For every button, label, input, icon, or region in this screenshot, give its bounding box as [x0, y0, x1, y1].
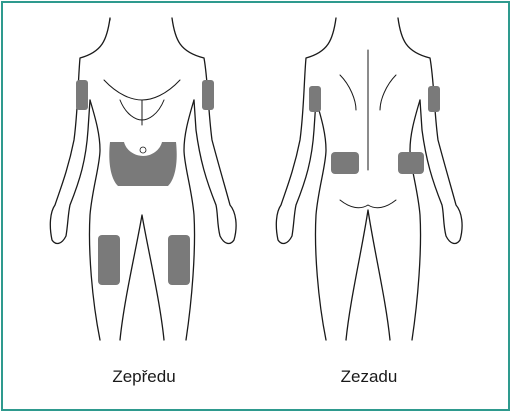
back-body-outline	[276, 18, 462, 243]
back-view-caption: Zezadu	[309, 367, 429, 387]
front-body-outline	[50, 18, 236, 243]
back-body-figure	[276, 18, 462, 340]
front-torso-outline	[89, 100, 194, 340]
back-left-buttock-site	[331, 152, 359, 174]
back-left-upper-arm-site	[309, 86, 321, 112]
front-right-thigh-site	[168, 235, 190, 285]
back-right-upper-arm-site	[428, 86, 440, 112]
front-left-thigh-site	[98, 235, 120, 285]
front-body-figure	[50, 18, 236, 340]
front-right-upper-arm-site	[202, 80, 214, 110]
back-spine-lines	[340, 50, 396, 208]
front-view-caption: Zepředu	[84, 367, 204, 387]
navel	[140, 147, 146, 153]
front-left-upper-arm-site	[76, 80, 88, 110]
front-chest-lines	[104, 80, 180, 125]
back-right-buttock-site	[398, 152, 424, 174]
